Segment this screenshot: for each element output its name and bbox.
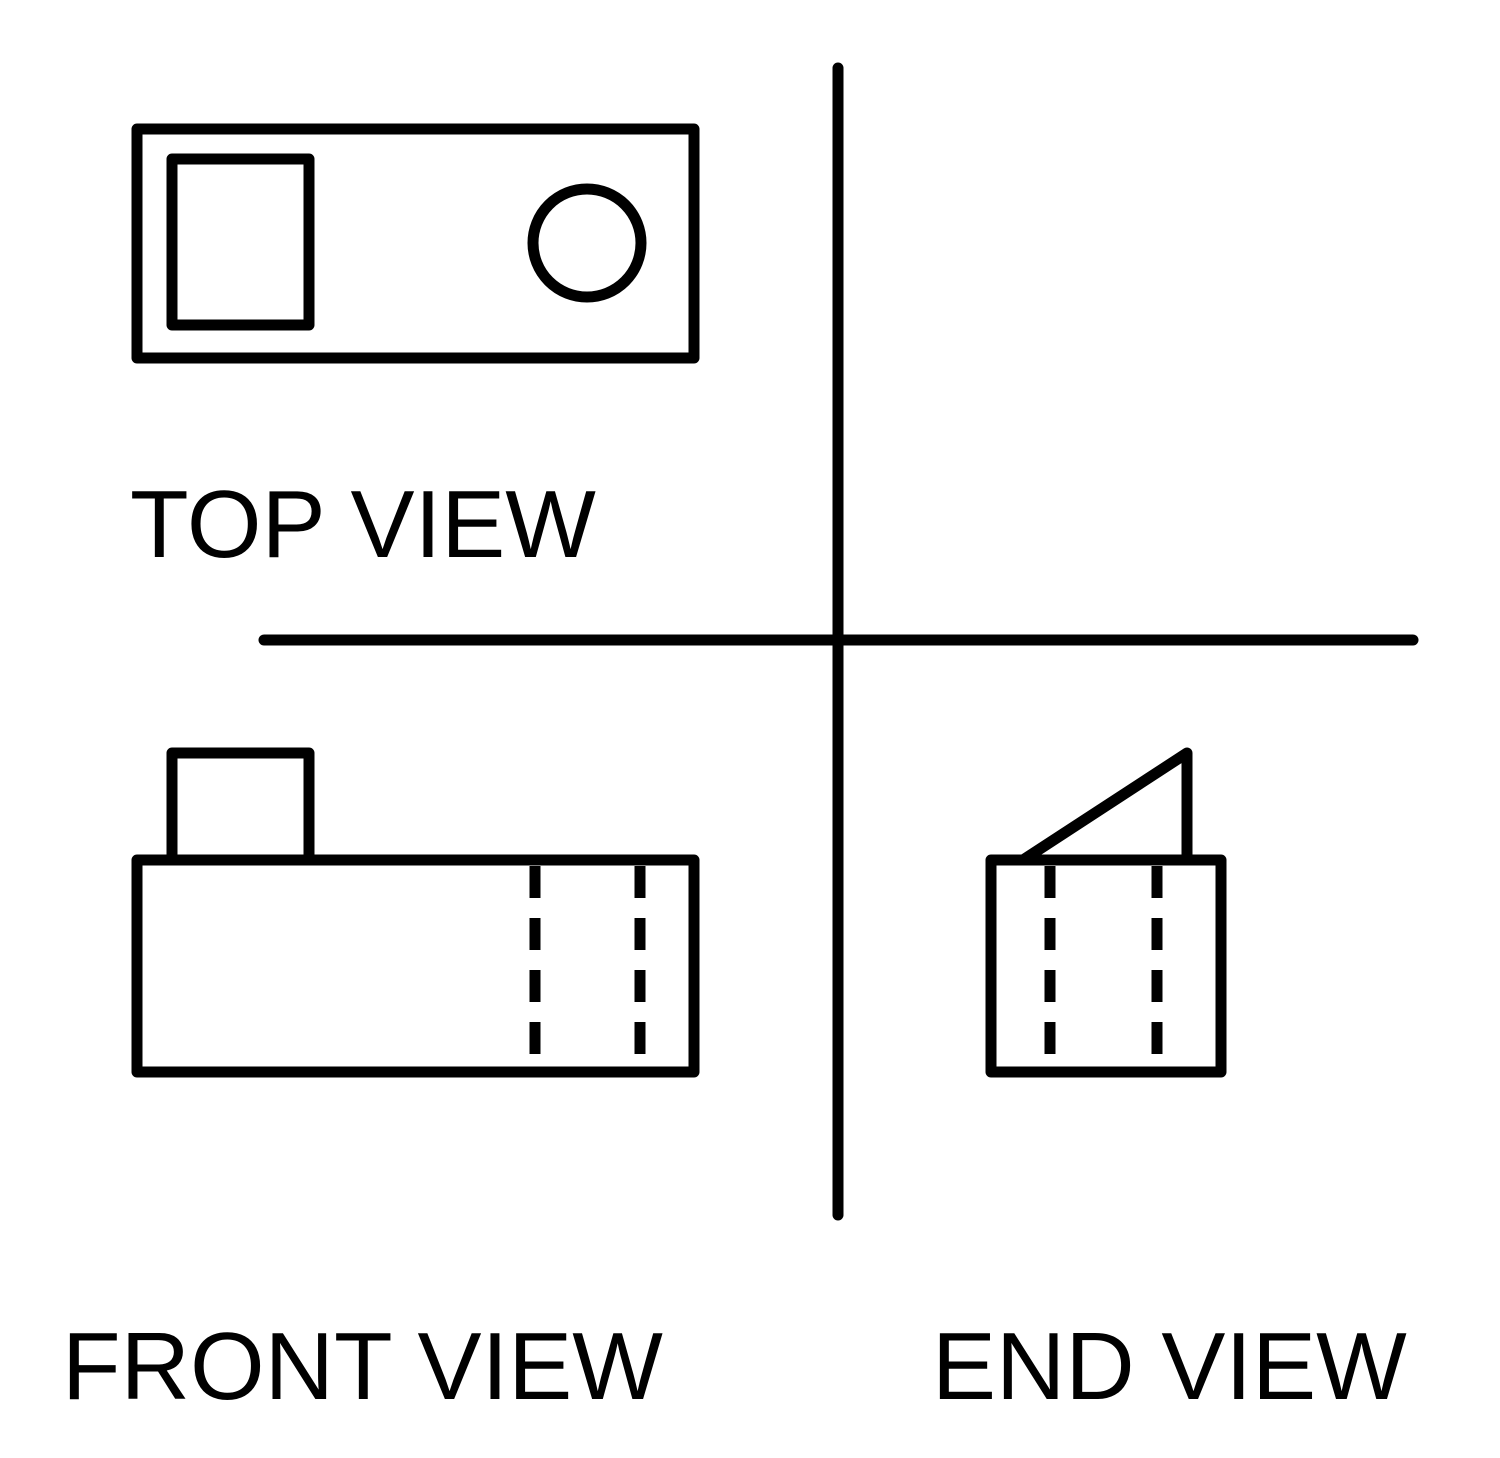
- end-view-label: END VIEW: [932, 1313, 1407, 1420]
- end-view-body: [985, 854, 1227, 1078]
- top-view-outline: [131, 123, 700, 364]
- end-view: [985, 747, 1227, 1078]
- front-view: [131, 747, 700, 1078]
- top-view-hole: [527, 183, 647, 303]
- top-view-square-boss: [166, 153, 315, 331]
- end-view-wedge: [1017, 747, 1193, 866]
- top-view: [131, 123, 700, 364]
- top-view-label: TOP VIEW: [130, 471, 596, 578]
- front-view-label: FRONT VIEW: [62, 1313, 663, 1420]
- front-view-body: [131, 854, 700, 1078]
- front-view-boss: [166, 747, 315, 866]
